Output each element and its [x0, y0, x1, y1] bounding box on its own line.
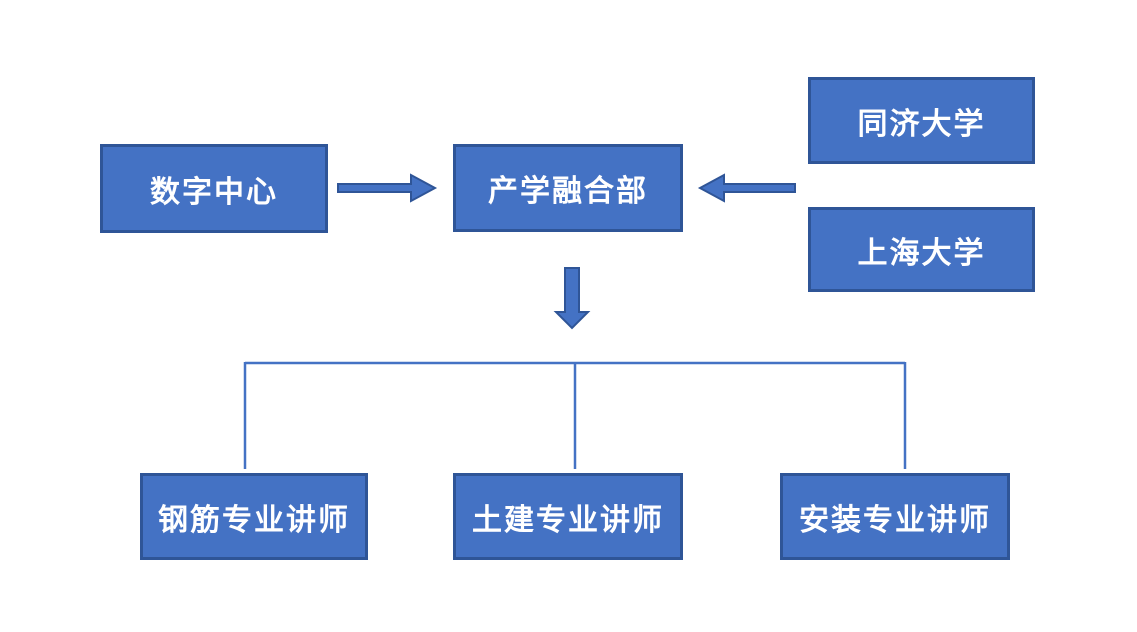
- node-shanghai-university: 上海大学: [808, 207, 1035, 292]
- arrow-left-icon: [697, 173, 796, 203]
- node-digital-center: 数字中心: [100, 144, 328, 233]
- node-tongji-university: 同济大学: [808, 77, 1035, 164]
- node-installation-lecturer: 安装专业讲师: [780, 473, 1010, 560]
- node-civil-lecturer-label: 土建专业讲师: [472, 503, 664, 537]
- node-rebar-lecturer: 钢筋专业讲师: [140, 473, 368, 560]
- node-civil-lecturer: 土建专业讲师: [453, 473, 683, 560]
- node-industry-academia-dept-label: 产学融合部: [488, 175, 648, 208]
- arrow-down-icon: [553, 267, 591, 330]
- node-shanghai-university-label: 上海大学: [857, 236, 986, 270]
- node-installation-lecturer-label: 安装专业讲师: [799, 503, 991, 537]
- node-rebar-lecturer-label: 钢筋专业讲师: [158, 503, 350, 537]
- node-industry-academia-dept: 产学融合部: [453, 144, 683, 232]
- arrow-right-icon: [337, 173, 438, 203]
- node-digital-center-label: 数字中心: [150, 175, 278, 209]
- node-tongji-university-label: 同济大学: [857, 107, 986, 141]
